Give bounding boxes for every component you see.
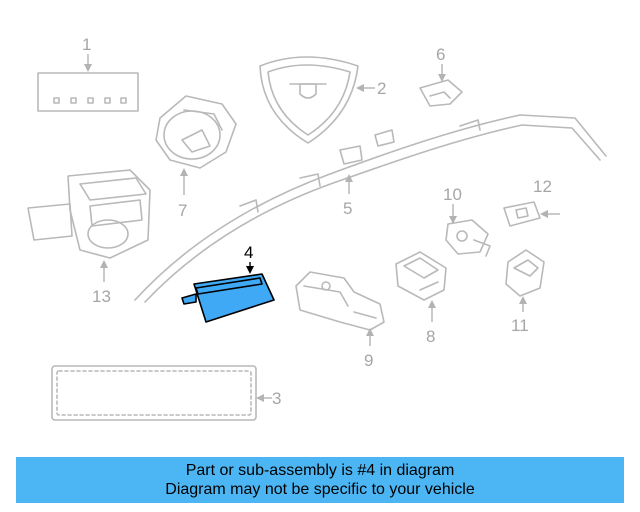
part-9: 9 xyxy=(295,271,385,370)
callout-3: 3 xyxy=(272,389,281,408)
callout-13: 13 xyxy=(92,287,111,306)
callout-11: 11 xyxy=(511,316,529,335)
part-12: 12 xyxy=(503,177,560,227)
callout-9: 9 xyxy=(364,351,373,370)
part-2: 2 xyxy=(259,56,386,144)
callout-10: 10 xyxy=(443,185,462,204)
part-5: 5 xyxy=(134,114,607,303)
part-8: 8 xyxy=(395,251,447,346)
part-7: 7 xyxy=(155,95,237,220)
parts-diagram: 1 2 6 7 5 xyxy=(27,35,607,421)
callout-12: 12 xyxy=(533,177,552,196)
part-1: 1 xyxy=(37,35,139,112)
callout-1: 1 xyxy=(82,35,91,54)
callout-8: 8 xyxy=(426,327,435,346)
info-banner: Part or sub-assembly is #4 in diagram Di… xyxy=(16,457,624,503)
part-4-highlighted: 4 xyxy=(181,243,275,323)
banner-line-1: Part or sub-assembly is #4 in diagram xyxy=(185,462,455,479)
callout-7: 7 xyxy=(178,201,187,220)
callout-2: 2 xyxy=(377,79,386,98)
part-11: 11 xyxy=(505,249,545,335)
part-3: 3 xyxy=(51,365,281,421)
part-10: 10 xyxy=(443,185,491,257)
callout-6: 6 xyxy=(436,45,445,64)
callout-4: 4 xyxy=(244,243,253,262)
banner-line-2: Diagram may not be specific to your vehi… xyxy=(165,481,475,498)
callout-5: 5 xyxy=(343,199,352,218)
part-6: 6 xyxy=(419,45,463,107)
part-13: 13 xyxy=(27,169,151,306)
